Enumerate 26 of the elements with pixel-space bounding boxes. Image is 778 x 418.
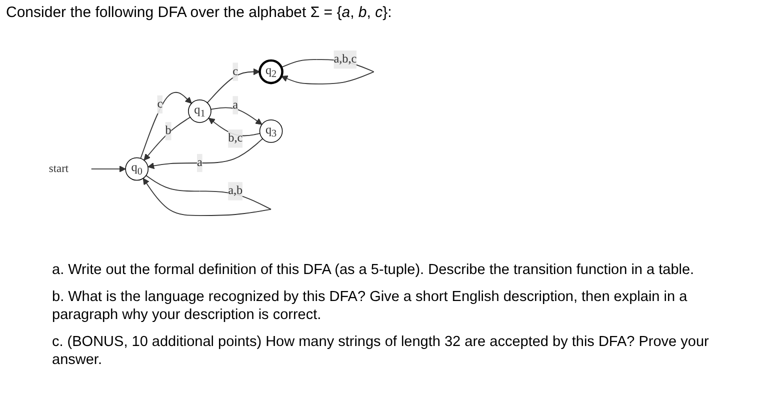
edge-label: c (157, 98, 163, 111)
title: Consider the following DFA over the alphabet Σ = {a, b, c}: (6, 4, 392, 21)
arrow (208, 118, 260, 136)
node-circle: q$_{0}$ (125, 157, 149, 181)
edge-label: a,b,c (334, 52, 357, 66)
node-text: start (48, 162, 69, 175)
edge-label: a,b (228, 184, 243, 198)
edge-label: a (197, 156, 202, 170)
question-text: b. What is the language recognized by this DFA? Give a short English description, then explain in a paragraph why your description is correct. (52, 289, 688, 324)
question-text: a. Write out the formal definition of this DFA (as a 5-tuple). Describe the transition function in a table. (52, 262, 696, 280)
edge-label: a (232, 98, 238, 112)
edge-label: c (232, 64, 238, 78)
arrow (90, 166, 126, 172)
arrow (148, 138, 264, 170)
arrow (210, 107, 262, 125)
question-text: c. (BONUS, 10 additional points) How many strings of length 32 are accepted by this DFA? Prove your answer. (52, 334, 710, 369)
arrow (140, 92, 192, 159)
arrow (206, 68, 260, 104)
arrow (142, 175, 272, 216)
arrow (280, 59, 374, 84)
arrow (144, 116, 191, 161)
edge-label: b (165, 124, 172, 138)
node-circle: q$_{3}$ (259, 119, 283, 143)
node-circle: q$_{2}$ (258, 59, 284, 84)
node-circle: q$_{1}$ (188, 100, 212, 123)
edge-label: b,c (228, 132, 243, 145)
